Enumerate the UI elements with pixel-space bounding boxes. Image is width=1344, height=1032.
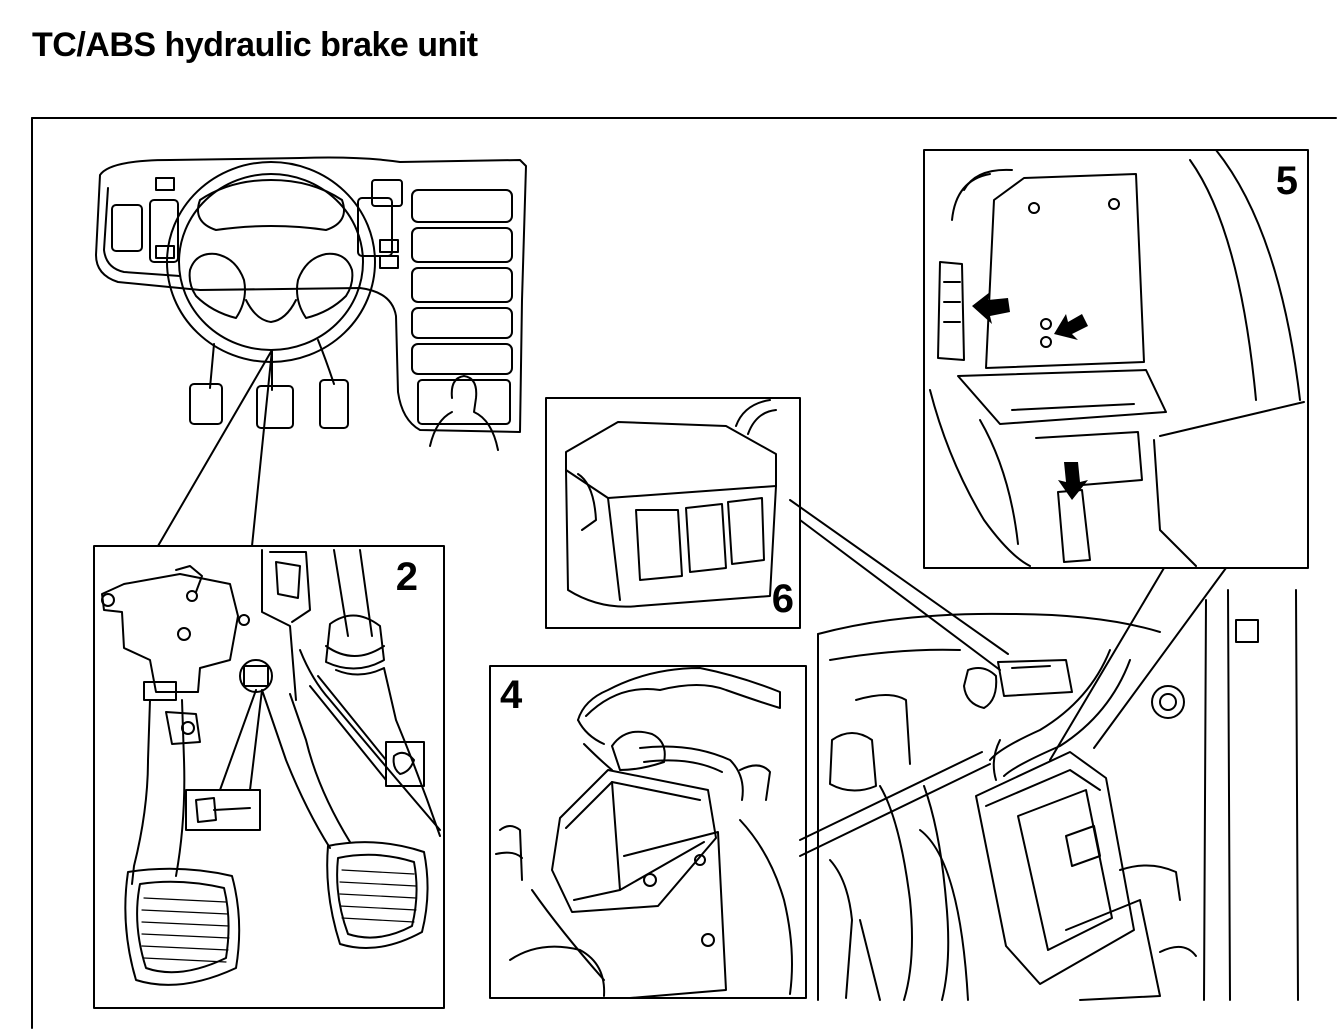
pedal-detail-panel: 2: [93, 545, 445, 1009]
engine-bay-view: [817, 589, 1299, 1001]
connector-cover-panel: 6: [545, 397, 1009, 671]
unit-mounting-panel: 5: [923, 149, 1309, 761]
arrow-icon: [972, 292, 1088, 500]
panel-number-4: 4: [500, 673, 523, 717]
outer-frame: [31, 117, 1337, 1029]
page-title: TC/ABS hydraulic brake unit: [32, 26, 478, 64]
dashboard-overview: [95, 156, 527, 547]
panel-4-callout: [799, 751, 991, 857]
panel-number-2: 2: [396, 555, 418, 599]
brake-pad-grip: [339, 869, 417, 923]
clutch-pad-grip: [141, 897, 230, 963]
panel-number-5: 5: [1276, 159, 1298, 203]
panel-number-6: 6: [772, 577, 794, 621]
unit-removal-panel: 4: [489, 665, 807, 999]
